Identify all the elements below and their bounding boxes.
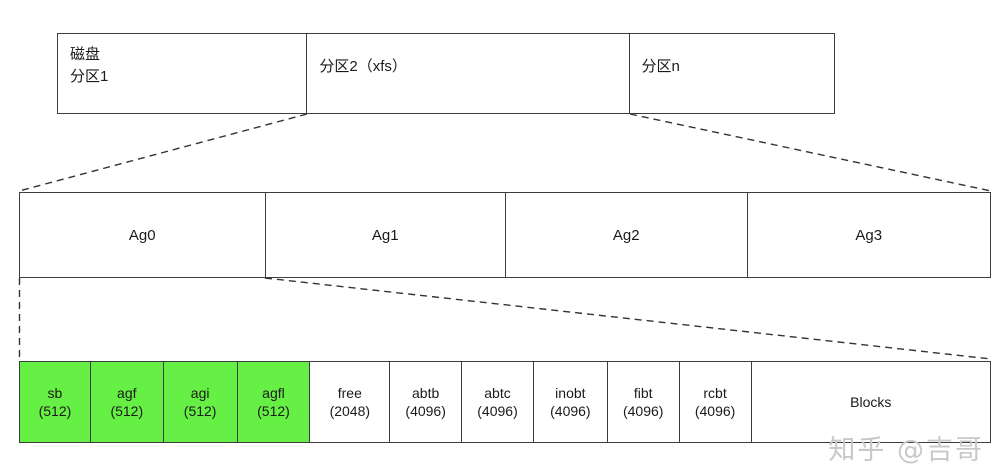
ag-cell-3[interactable]: Ag3 <box>747 193 990 277</box>
ag-block-blocks[interactable]: Blocks <box>751 362 990 442</box>
partition-cell-1[interactable]: 磁盘分区1 <box>58 34 308 113</box>
ag-block-agi[interactable]: agi (512) <box>163 362 238 442</box>
ag-block-abtb[interactable]: abtb (4096) <box>390 362 463 442</box>
ag-cell-2[interactable]: Ag2 <box>506 193 748 277</box>
ag-block-inobt-label: inobt <box>555 384 586 401</box>
ag-block-agfl-size: (512) <box>257 403 290 419</box>
connector-partition-right <box>629 113 992 192</box>
ag-block-agfl-label: agfl <box>262 384 285 401</box>
ag-block-fibt[interactable]: fibt (4096) <box>607 362 680 442</box>
ag-block-blocks-label: Blocks <box>850 393 892 410</box>
ag-block-free-label: free <box>337 384 362 401</box>
ag-block-abtb-label: abtb <box>412 384 440 401</box>
ag-block-inobt[interactable]: inobt (4096) <box>533 362 608 442</box>
partition-1-line2: 分区1 <box>70 67 109 85</box>
ag-block-agf-size: (512) <box>110 403 144 419</box>
partition-1-line1: 磁盘 <box>70 46 101 63</box>
ag-2-label: Ag2 <box>612 226 640 244</box>
ag-block-fibt-label: fibt <box>633 384 653 401</box>
ag-block-sb-size: (512) <box>38 403 72 419</box>
ag-block-abtb-size: (4096) <box>405 403 446 419</box>
disk-partition-row: 磁盘分区1 分区2（xfs） 分区n <box>57 33 835 114</box>
ag-block-inobt-size: (4096) <box>550 403 591 419</box>
ag-block-rcbt-label: rcbt <box>703 384 727 401</box>
ag-block-agf[interactable]: agf (512) <box>90 362 164 442</box>
ag-block-agfl[interactable]: agfl (512) <box>237 362 311 442</box>
ag-block-abtc[interactable]: abtc (4096) <box>462 362 534 442</box>
connector-partition-left <box>18 113 308 192</box>
ag-block-abtc-size: (4096) <box>477 403 518 419</box>
partition-cell-n[interactable]: 分区n <box>629 34 834 113</box>
ag-block-abtc-label: abtc <box>484 384 511 401</box>
watermark: 知乎 @吉哥 <box>828 435 984 466</box>
ag-block-agi-label: agi <box>190 384 210 401</box>
partition-n-label: 分区n <box>641 58 680 75</box>
ag-block-fibt-size: (4096) <box>622 403 664 419</box>
ag-block-agi-size: (512) <box>183 403 217 419</box>
partition-1-label: 磁盘分区1 <box>70 44 108 88</box>
ag-detail-row: sb (512) agf (512) agi (512) agfl (512) free… <box>19 361 991 443</box>
allocation-group-row: Ag0 Ag1 Ag2 Ag3 <box>19 192 991 278</box>
ag-block-agf-label: agf <box>117 384 137 401</box>
ag-0-label: Ag0 <box>128 226 156 244</box>
ag-block-sb[interactable]: sb (512) <box>20 362 91 442</box>
ag-1-label: Ag1 <box>371 226 399 244</box>
ag-block-free-size: (2048) <box>329 403 371 419</box>
ag-block-sb-label: sb <box>47 384 63 401</box>
ag-block-rcbt-size: (4096) <box>694 403 736 419</box>
ag-block-rcbt[interactable]: rcbt (4096) <box>679 362 752 442</box>
ag-cell-0[interactable]: Ag0 <box>20 193 266 277</box>
ag-block-free[interactable]: free (2048) <box>310 362 391 442</box>
connector-ag0-right <box>264 277 992 360</box>
ag-3-label: Ag3 <box>855 226 883 244</box>
ag-cell-1[interactable]: Ag1 <box>265 193 506 277</box>
partition-cell-2[interactable]: 分区2（xfs） <box>307 34 630 113</box>
partition-2-label: 分区2（xfs） <box>319 58 407 75</box>
